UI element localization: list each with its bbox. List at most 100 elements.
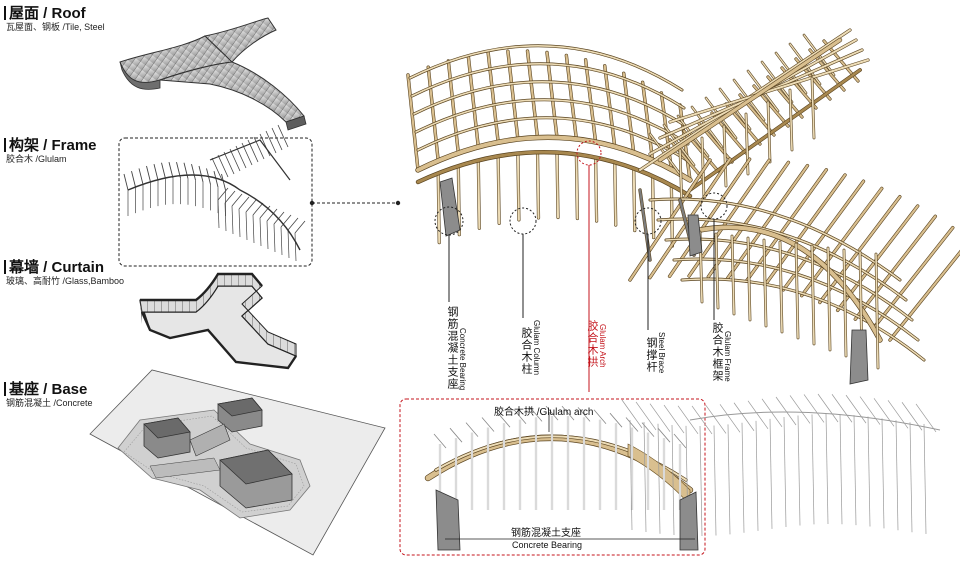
frame-thumb-member <box>146 165 151 183</box>
detail-circle-column <box>509 207 537 235</box>
frame-thumb-member <box>271 127 283 151</box>
purlin-face <box>411 63 685 109</box>
rafter-face <box>406 73 420 172</box>
detail-ghost-rafter <box>859 396 881 425</box>
detail-ghost-column <box>671 425 675 536</box>
glulam-column-face <box>747 237 751 321</box>
frame-thumb-member <box>252 214 255 244</box>
frame-thumb-member <box>231 205 234 235</box>
arch-elevation-detail <box>424 393 941 551</box>
frame-thumb-member <box>224 202 227 232</box>
purlin-face <box>669 59 869 123</box>
glulam-column-face <box>731 235 735 315</box>
curtain-layer-title: 幕墙 / Curtain <box>4 256 104 277</box>
purlin-face <box>681 278 925 361</box>
frame-thumb-member <box>229 148 241 172</box>
frame-thumb-member <box>131 171 136 188</box>
arch-detail-box <box>399 398 706 556</box>
frame-thumb-member <box>259 205 271 219</box>
detail-ghost-column <box>839 414 843 525</box>
rafter-face <box>447 59 460 155</box>
detail-rafter <box>529 407 543 422</box>
main-glulam-frame <box>406 28 960 385</box>
glulam-column-face <box>723 125 727 187</box>
glulam-column-face <box>437 172 441 244</box>
frame-thumb-member <box>153 164 159 181</box>
rafter-face <box>745 168 828 283</box>
frame-thumb-member <box>259 133 271 157</box>
frame-thumb-member <box>287 229 290 259</box>
frame-detail-box <box>118 137 313 267</box>
frame-thumb-member <box>259 217 262 247</box>
main-beam-face <box>658 38 842 162</box>
detail-rafter <box>577 407 591 422</box>
lower-arch-face <box>416 150 692 198</box>
purlin-face <box>415 99 689 145</box>
frame-thumb-member <box>198 165 204 183</box>
rafter-face <box>763 173 847 287</box>
rafter-face <box>818 195 901 304</box>
detail-rafter <box>433 433 447 449</box>
label-concrete-bearing: 钢筋混凝土支座Concrete Bearing <box>446 306 467 390</box>
glulam-column-face <box>516 152 520 221</box>
detail-ghost-rafter <box>649 403 671 432</box>
concrete-bearing-center <box>687 214 703 257</box>
frame-thumb-member <box>223 151 235 175</box>
detail-ghost-column <box>881 418 885 529</box>
glulam-column-face <box>536 151 540 219</box>
roof-layer-subtitle: 瓦屋面、钢板 /Tile, Steel <box>6 22 105 32</box>
frame-thumb-member <box>123 173 129 191</box>
leader-dot-right <box>395 200 401 206</box>
frame-thumb-member <box>273 223 276 253</box>
frame-layer-title: 构架 / Frame <box>4 134 97 155</box>
frame-thumb-arch <box>127 174 301 251</box>
frame-thumb-member <box>294 220 306 234</box>
detail-ghost-rafter <box>705 405 727 434</box>
detail-ghost-rafter <box>831 394 853 423</box>
frame-thumb-member <box>168 161 174 179</box>
frame-thumb-member <box>224 190 236 204</box>
rafter-face <box>871 226 954 331</box>
glulam-column-face <box>795 243 799 339</box>
frame-thumb-member <box>266 208 278 222</box>
detail-rafter <box>497 412 511 428</box>
frame-thumb-member <box>265 130 277 154</box>
frame-model <box>123 124 306 262</box>
detail-concrete-bearing-left <box>435 489 461 551</box>
glulam-column-face <box>715 233 719 309</box>
detail-ghost-column <box>643 421 647 532</box>
glulam-column-face <box>575 153 579 220</box>
rafter-face <box>427 66 440 162</box>
base-layer-title: 基座 / Base <box>4 378 87 399</box>
main-arch-face <box>416 135 692 182</box>
detail-rafter <box>625 417 639 432</box>
glulam-column-face <box>556 151 559 219</box>
detail-ghost-column <box>895 420 899 531</box>
frame-layer-subtitle: 胶合木 /Glulam <box>6 154 67 164</box>
frame-thumb-member <box>161 162 166 179</box>
detail-bearing-en: Concrete Bearing <box>512 540 583 550</box>
glulam-column-face <box>767 101 771 163</box>
detail-ghost-rafter <box>845 394 867 424</box>
frame-thumb-member <box>238 208 241 238</box>
label-glulam-arch: 胶合木拱Glulam Arch <box>586 320 607 368</box>
glulam-column-face <box>875 253 879 369</box>
rafter-face <box>726 164 809 280</box>
rafter-face <box>603 64 616 148</box>
frame-thumb-member <box>245 199 257 213</box>
glulam-column-face <box>651 175 655 239</box>
rafter-face <box>707 161 790 278</box>
frame-thumb-member <box>231 193 243 207</box>
glulam-column-face <box>594 156 598 223</box>
detail-ghost-rafter <box>691 405 713 435</box>
frame-thumb-member <box>213 171 219 188</box>
detail-rafter <box>593 409 607 425</box>
detail-rafter <box>657 427 671 443</box>
detail-ghost-column <box>811 414 815 525</box>
glulam-column-face <box>789 89 793 151</box>
detail-rafter <box>609 412 623 428</box>
frame-thumb-arch <box>209 139 291 181</box>
frame-thumb-member <box>217 187 229 201</box>
main-beam-face <box>688 68 862 192</box>
